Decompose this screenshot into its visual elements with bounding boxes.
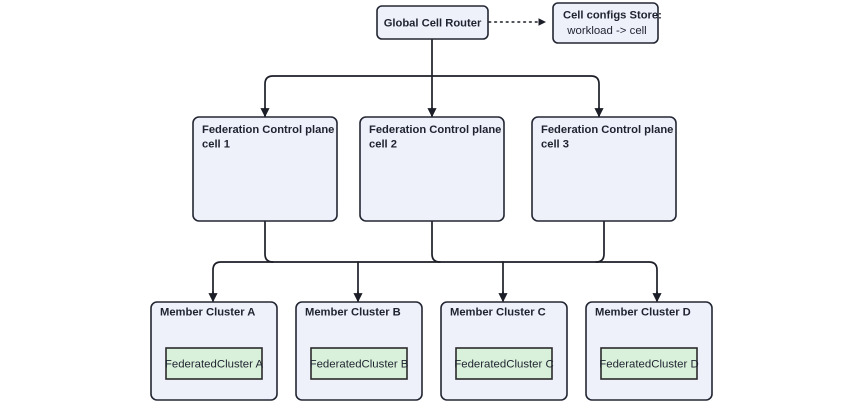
control-plane-cell-2-line1: Federation Control plane: [369, 124, 501, 136]
control-plane-cell-1-line1: Federation Control plane: [202, 124, 334, 136]
federated-cluster-b-box[interactable]: [310, 347, 408, 380]
node-member-cluster-d[interactable]: Member Cluster D FederatedCluster D: [585, 301, 713, 401]
federated-cluster-d-box[interactable]: [600, 347, 698, 380]
node-control-plane-cell-1[interactable]: Federation Control plane cell 1: [192, 116, 338, 222]
member-cluster-c-title: Member Cluster C: [450, 307, 546, 319]
global-cell-router-box[interactable]: [376, 5, 489, 40]
member-cluster-b-title: Member Cluster B: [305, 307, 401, 319]
edge-planes-to-clusters: [208, 220, 662, 303]
control-plane-cell-1-box[interactable]: [192, 116, 338, 222]
member-cluster-a-title: Member Cluster A: [160, 307, 255, 319]
cell-configs-store-detail: workload -> cell: [566, 25, 646, 37]
control-plane-cell-3-line2: cell 3: [541, 139, 569, 151]
node-control-plane-cell-3[interactable]: Federation Control plane cell 3: [531, 116, 677, 222]
node-member-cluster-c[interactable]: Member Cluster C FederatedCluster C: [440, 301, 568, 401]
node-member-cluster-b[interactable]: Member Cluster B FederatedCluster B: [295, 301, 423, 401]
federated-cluster-c-box[interactable]: [455, 347, 553, 380]
node-control-plane-cell-2[interactable]: Federation Control plane cell 2: [359, 116, 505, 222]
global-cell-router-label: Global Cell Router: [384, 18, 482, 30]
control-plane-cell-2-box[interactable]: [359, 116, 505, 222]
node-member-cluster-a[interactable]: Member Cluster A FederatedCluster A: [150, 301, 278, 401]
control-plane-cell-3-line1: Federation Control plane: [541, 124, 673, 136]
federated-cluster-a-label: FederatedCluster A: [165, 359, 264, 371]
member-cluster-d-title: Member Cluster D: [595, 307, 691, 319]
node-cell-configs-store[interactable]: Cell configs Store: workload -> cell: [552, 2, 662, 44]
control-plane-cell-2-line2: cell 2: [369, 139, 397, 151]
control-plane-cell-3-box[interactable]: [531, 116, 677, 222]
cell-configs-store-box[interactable]: [552, 2, 659, 44]
federated-cluster-d-label: FederatedCluster D: [599, 359, 698, 371]
node-global-cell-router[interactable]: Global Cell Router: [376, 5, 489, 40]
federated-cluster-b-label: FederatedCluster B: [310, 359, 409, 371]
edge-router-to-planes: [260, 38, 604, 118]
federated-cluster-c-label: FederatedCluster C: [454, 359, 553, 371]
control-plane-cell-1-line2: cell 1: [202, 139, 230, 151]
federated-cluster-a-box[interactable]: [165, 347, 263, 380]
cell-configs-store-title: Cell configs Store:: [563, 10, 662, 22]
